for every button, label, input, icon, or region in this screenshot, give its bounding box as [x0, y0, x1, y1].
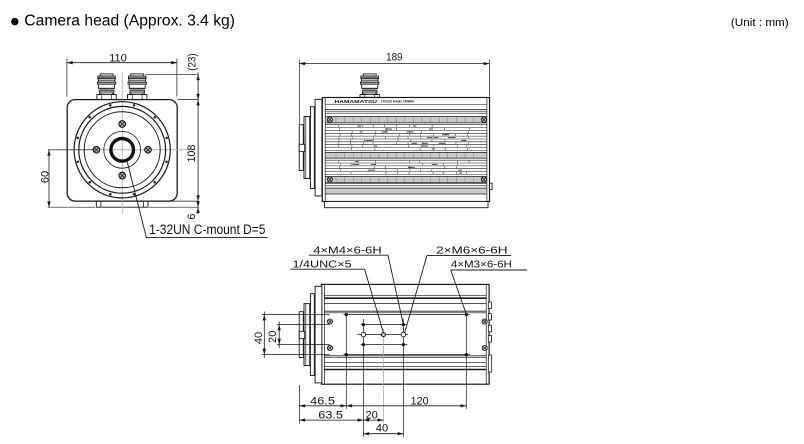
svg-text:4×M4×6-6H: 4×M4×6-6H [313, 245, 381, 256]
svg-text:40: 40 [376, 423, 388, 435]
svg-text:COOLED InGaAs CAMERA: COOLED InGaAs CAMERA [381, 100, 414, 104]
svg-text:Camera head (Approx. 3.4 kg): Camera head (Approx. 3.4 kg) [24, 13, 235, 30]
svg-text:6: 6 [186, 214, 198, 220]
svg-text:120: 120 [411, 395, 429, 407]
svg-text:HAMAMATSU: HAMAMATSU [335, 99, 378, 104]
svg-text:20: 20 [267, 331, 279, 343]
svg-text:(Unit : mm): (Unit : mm) [731, 17, 789, 29]
svg-text:60: 60 [40, 171, 52, 183]
svg-text:20: 20 [366, 409, 378, 421]
svg-text:110: 110 [109, 53, 127, 65]
svg-text:40: 40 [253, 332, 265, 344]
svg-text:4×M3×6-6H: 4×M3×6-6H [451, 260, 512, 271]
svg-text:63.5: 63.5 [318, 409, 343, 421]
svg-text:(23): (23) [186, 53, 198, 70]
svg-text:108: 108 [186, 145, 198, 163]
svg-text:2×M6×6-6H: 2×M6×6-6H [436, 245, 507, 256]
svg-text:46.5: 46.5 [310, 395, 335, 407]
svg-text:189: 189 [386, 52, 403, 64]
svg-text:1-32UN C-mount D=5: 1-32UN C-mount D=5 [149, 222, 265, 237]
svg-text:1/4UNC×5: 1/4UNC×5 [293, 260, 353, 271]
